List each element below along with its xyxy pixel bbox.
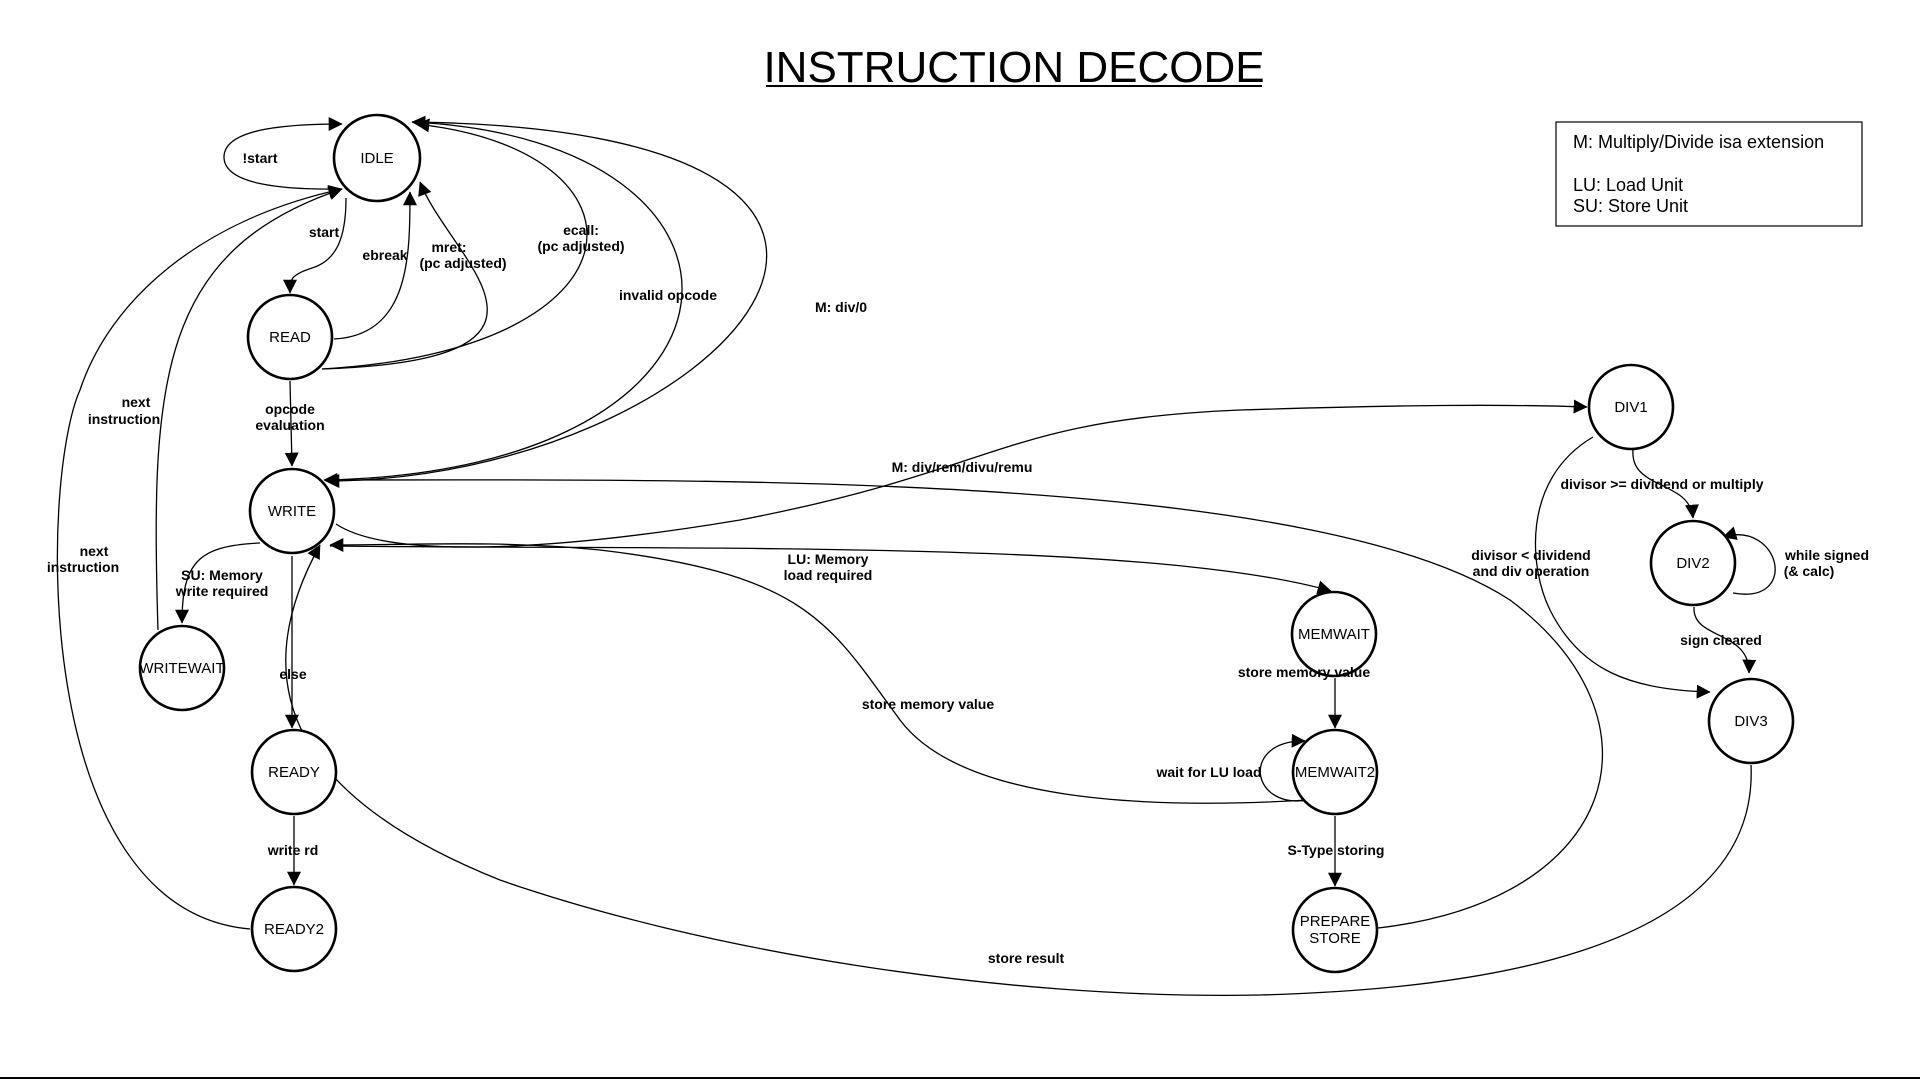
- label-div0: M: div/0: [815, 299, 867, 315]
- label-mret-adjusted: (pc adjusted): [419, 255, 506, 271]
- label-wait-lu: wait for LU load: [1156, 764, 1262, 780]
- edge-read-to-idle-mret: [321, 181, 488, 370]
- edge-memwait2-to-write: [329, 537, 1309, 804]
- label-evaluation: evaluation: [255, 417, 324, 433]
- state-div1: DIV1: [1587, 363, 1675, 451]
- label-store-memory-right: store memory value: [1238, 664, 1370, 680]
- edge-ready2-to-idle: [56, 185, 343, 930]
- state-read: READ: [246, 293, 334, 381]
- label-while-signed: while signed: [1784, 547, 1869, 563]
- label-not-start: !start: [242, 150, 277, 166]
- edge-write-to-writewait: [175, 542, 261, 624]
- label-divisor-lt: divisor < dividend: [1471, 547, 1590, 563]
- legend-line-lu: LU: Load Unit: [1573, 175, 1683, 195]
- state-label-div1: DIV1: [1614, 399, 1647, 416]
- label-next-b: next: [80, 543, 109, 559]
- edge-idle-to-write-div0: [325, 121, 768, 488]
- label-and-calc: (& calc): [1784, 563, 1835, 579]
- label-div-ops: M: div/rem/divu/remu: [892, 459, 1033, 475]
- edge-read-to-write: [284, 380, 299, 467]
- edge-idle-self-loop: [223, 117, 343, 190]
- label-next-a: next: [122, 394, 151, 410]
- label-opcode: opcode: [265, 401, 315, 417]
- edge-read-to-idle-ecall: [321, 118, 588, 370]
- state-label-write: WRITE: [268, 503, 316, 520]
- label-invalid-opcode: invalid opcode: [619, 287, 717, 303]
- label-load-required: load required: [784, 567, 873, 583]
- edge-div1-to-div3: [1534, 436, 1711, 699]
- edge-read-to-idle-ebreak: [333, 191, 417, 340]
- state-memwait: MEMWAIT: [1290, 590, 1378, 678]
- edge-writewait-to-idle: [155, 186, 343, 631]
- label-div-operation: and div operation: [1473, 563, 1590, 579]
- diagram-title: INSTRUCTION DECODE: [763, 43, 1264, 92]
- label-instruction-a: instruction: [88, 411, 160, 427]
- label-lu-memory: LU: Memory: [788, 551, 869, 567]
- label-mret: mret:: [431, 239, 466, 255]
- state-div2: DIV2: [1649, 519, 1737, 607]
- state-write: WRITE: [248, 467, 336, 555]
- state-div3: DIV3: [1707, 677, 1795, 765]
- label-write-rd: write rd: [267, 842, 319, 858]
- label-start: start: [309, 224, 340, 240]
- state-label-div3: DIV3: [1734, 713, 1767, 730]
- state-label-prepare: PREPARE: [1300, 913, 1371, 930]
- state-label-ready2: READY2: [264, 921, 324, 938]
- state-label-writewait: WRITEWAIT: [139, 660, 224, 677]
- state-idle: IDLE: [332, 113, 422, 203]
- edge-memwait2-self-loop: [1259, 733, 1309, 802]
- state-ready2: READY2: [250, 885, 338, 973]
- label-write-required: write required: [175, 583, 269, 599]
- state-ready: READY: [250, 728, 338, 816]
- state-label-ready: READY: [268, 764, 320, 781]
- state-label-div2: DIV2: [1676, 555, 1709, 572]
- edge-div1-to-div2: [1632, 449, 1699, 519]
- state-prepare-store: PREPARE STORE: [1291, 886, 1379, 974]
- edge-idle-to-read: [283, 197, 347, 294]
- state-memwait2: MEMWAIT2: [1291, 728, 1379, 816]
- edge-prepare-to-write: [323, 472, 1604, 929]
- edge-div2-self-loop: [1722, 526, 1776, 595]
- label-instruction-b: instruction: [47, 559, 119, 575]
- label-else: else: [279, 666, 306, 682]
- state-writewait: WRITEWAIT: [138, 624, 226, 712]
- label-ecall-adjusted: (pc adjusted): [537, 238, 624, 254]
- label-ebreak: ebreak: [362, 247, 407, 263]
- transition-labels: !start start ebreak mret: (pc adjusted) …: [47, 150, 1869, 966]
- state-label-memwait: MEMWAIT: [1298, 626, 1370, 643]
- label-ecall: ecall:: [563, 222, 599, 238]
- legend-line-m: M: Multiply/Divide isa extension: [1573, 132, 1824, 152]
- legend-line-su: SU: Store Unit: [1573, 196, 1688, 216]
- edge-write-to-memwait: [329, 545, 1332, 595]
- label-divisor-ge: divisor >= dividend or multiply: [1560, 476, 1763, 492]
- label-su-memory: SU: Memory: [181, 567, 263, 583]
- legend-box: M: Multiply/Divide isa extension LU: Loa…: [1555, 121, 1863, 227]
- state-label-idle: IDLE: [360, 150, 393, 167]
- edge-write-to-div1: [335, 399, 1588, 548]
- state-label-store: STORE: [1309, 930, 1360, 947]
- label-store-result: store result: [988, 950, 1065, 966]
- state-label-read: READ: [269, 329, 311, 346]
- label-store-memory-left: store memory value: [862, 696, 994, 712]
- state-label-memwait2: MEMWAIT2: [1295, 764, 1375, 781]
- label-s-type: S-Type storing: [1288, 842, 1385, 858]
- label-sign-cleared: sign cleared: [1680, 632, 1762, 648]
- edge-write-to-idle-invalid: [325, 115, 683, 481]
- edge-div3-to-write: [285, 544, 1752, 996]
- edge-div2-to-div3: [1693, 606, 1757, 674]
